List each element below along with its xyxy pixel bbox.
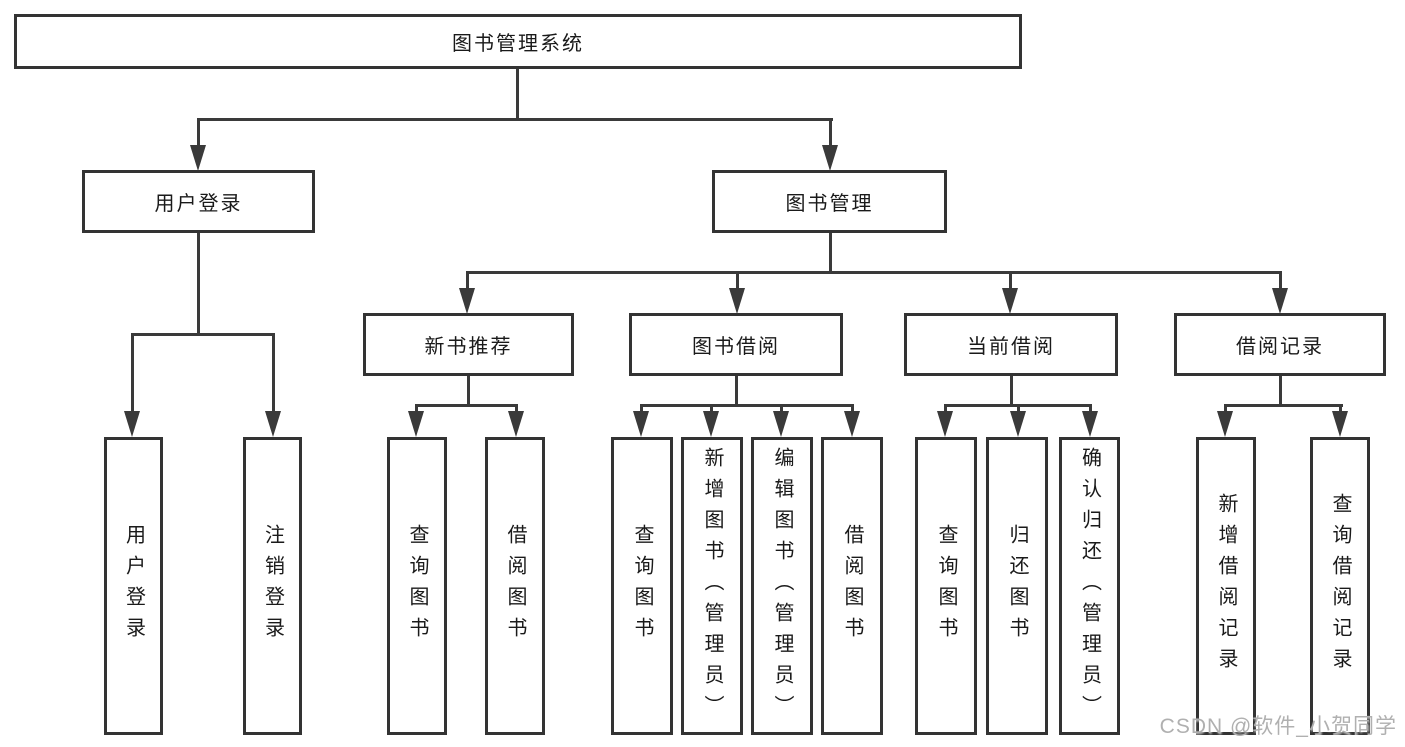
arrow-down-icon: [1272, 288, 1288, 314]
connector-line: [1010, 376, 1013, 407]
leaf-add-borrow-record-label: 新增借阅记录: [1215, 493, 1237, 679]
arrow-down-icon: [1332, 411, 1348, 437]
connector-line: [467, 376, 470, 407]
leaf-add-book-admin: 新增图书（管理员）: [681, 437, 743, 735]
leaf-query-borrow-record-label: 查询借阅记录: [1329, 493, 1351, 679]
leaf-query-books-recommend: 查询图书: [387, 437, 447, 735]
leaf-edit-book-admin-label: 编辑图书（管理员）: [771, 446, 793, 726]
connector-line: [1089, 404, 1092, 414]
leaf-logout-label: 注销登录: [261, 524, 284, 648]
connector-line: [1224, 404, 1227, 414]
connector-line: [1009, 271, 1012, 293]
arrow-down-icon: [1002, 288, 1018, 314]
connector-line: [415, 404, 518, 407]
arrow-down-icon: [937, 411, 953, 437]
node-book-borrow: 图书借阅: [629, 313, 843, 376]
leaf-confirm-return-admin: 确认归还（管理员）: [1059, 437, 1120, 735]
node-root: 图书管理系统: [14, 14, 1022, 69]
leaf-borrow-books-recommend-label: 借阅图书: [504, 524, 526, 648]
node-user-login: 用户登录: [82, 170, 315, 233]
arrow-down-icon: [1082, 411, 1098, 437]
arrow-down-icon: [773, 411, 789, 437]
connector-line: [197, 233, 200, 336]
node-book-borrow-label: 图书借阅: [692, 336, 780, 358]
node-new-book-recommend-label: 新书推荐: [424, 336, 513, 358]
connector-line: [640, 404, 643, 414]
leaf-query-books-recommend-label: 查询图书: [406, 524, 428, 648]
leaf-add-borrow-record: 新增借阅记录: [1196, 437, 1256, 735]
arrow-down-icon: [703, 411, 719, 437]
leaf-borrow-books: 借阅图书: [821, 437, 883, 735]
node-book-management: 图书管理: [712, 170, 947, 233]
arrow-down-icon: [508, 411, 524, 437]
leaf-return-book-label: 归还图书: [1006, 524, 1028, 648]
arrow-down-icon: [729, 288, 745, 314]
leaf-borrow-books-recommend: 借阅图书: [485, 437, 545, 735]
connector-line: [1279, 271, 1282, 293]
node-new-book-recommend: 新书推荐: [363, 313, 574, 376]
connector-line: [829, 118, 832, 148]
arrow-down-icon: [633, 411, 649, 437]
connector-line: [1339, 404, 1342, 414]
leaf-edit-book-admin: 编辑图书（管理员）: [751, 437, 813, 735]
leaf-return-book: 归还图书: [986, 437, 1048, 735]
connector-line: [515, 404, 518, 414]
node-current-borrow: 当前借阅: [904, 313, 1118, 376]
leaf-borrow-books-label: 借阅图书: [841, 524, 863, 648]
node-user-login-label: 用户登录: [154, 193, 243, 215]
connector-line: [1224, 404, 1343, 407]
connector-line: [1279, 376, 1282, 407]
connector-line: [197, 118, 200, 148]
connector-line: [851, 404, 854, 414]
arrow-down-icon: [124, 411, 140, 437]
node-borrow-records: 借阅记录: [1174, 313, 1386, 376]
connector-line: [1017, 404, 1020, 414]
connector-line: [829, 233, 832, 274]
connector-line: [944, 404, 947, 414]
leaf-user-login: 用户登录: [104, 437, 163, 735]
node-current-borrow-label: 当前借阅: [967, 336, 1055, 358]
arrow-down-icon: [265, 411, 281, 437]
node-book-management-label: 图书管理: [785, 193, 874, 215]
leaf-query-books-current: 查询图书: [915, 437, 977, 735]
leaf-user-login-label: 用户登录: [122, 524, 145, 648]
arrow-down-icon: [844, 411, 860, 437]
connector-line: [736, 271, 739, 293]
connector-line: [415, 404, 418, 414]
connector-line: [780, 404, 783, 414]
connector-line: [466, 271, 469, 293]
connector-line: [516, 69, 519, 121]
arrow-down-icon: [822, 145, 838, 171]
connector-line: [131, 333, 134, 413]
arrow-down-icon: [408, 411, 424, 437]
watermark-text: CSDN @软件_小贺同学: [1159, 715, 1397, 738]
leaf-logout: 注销登录: [243, 437, 302, 735]
connector-line: [131, 333, 275, 336]
connector-line: [735, 376, 738, 407]
leaf-query-books-current-label: 查询图书: [935, 524, 957, 648]
leaf-add-book-admin-label: 新增图书（管理员）: [701, 446, 723, 726]
connector-line: [272, 333, 275, 413]
arrow-down-icon: [1010, 411, 1026, 437]
arrow-down-icon: [459, 288, 475, 314]
arrow-down-icon: [1217, 411, 1233, 437]
arrow-down-icon: [190, 145, 206, 171]
leaf-query-books-borrow: 查询图书: [611, 437, 673, 735]
connector-line: [640, 404, 854, 407]
node-borrow-records-label: 借阅记录: [1236, 336, 1324, 358]
leaf-query-books-borrow-label: 查询图书: [631, 524, 653, 648]
leaf-confirm-return-admin-label: 确认归还（管理员）: [1078, 446, 1101, 726]
node-root-label: 图书管理系统: [452, 33, 584, 55]
leaf-query-borrow-record: 查询借阅记录: [1310, 437, 1370, 735]
connector-line: [197, 118, 833, 121]
connector-line: [710, 404, 713, 414]
connector-line: [466, 271, 1282, 274]
